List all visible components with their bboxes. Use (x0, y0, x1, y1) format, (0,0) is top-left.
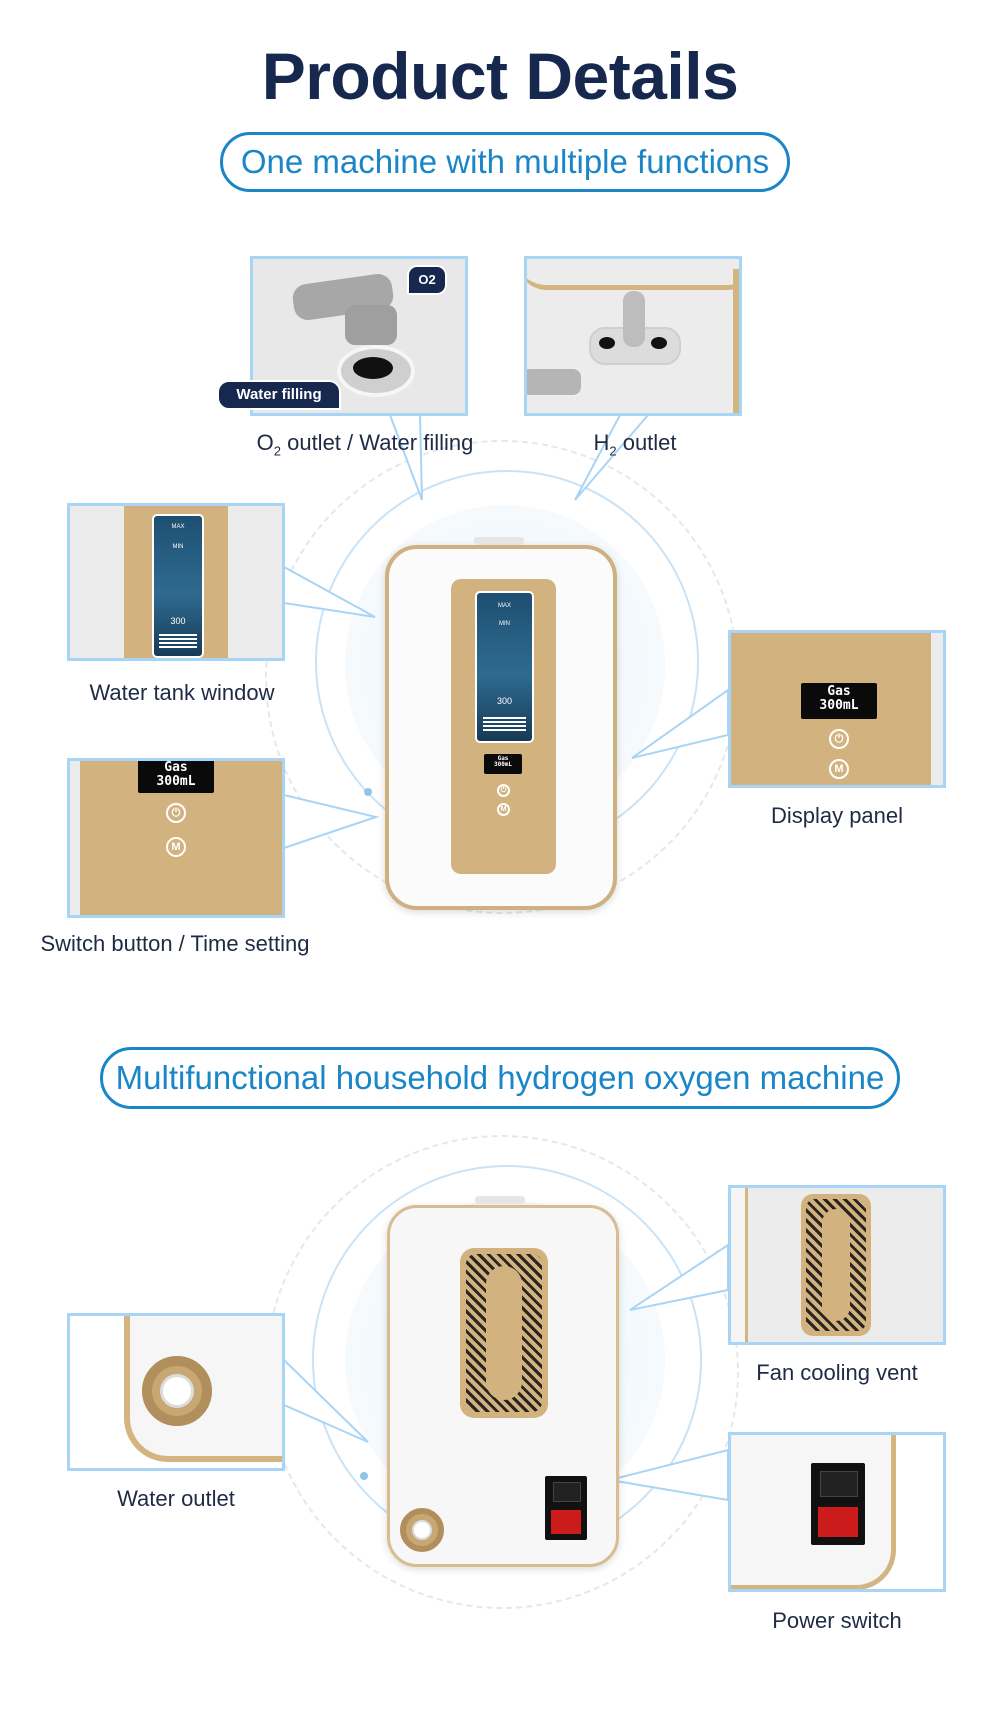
tank-window-min: MIN (172, 544, 184, 550)
detail-h2-outlet (524, 256, 742, 416)
switch-mode-button[interactable]: M (166, 837, 186, 857)
o2-tag: O2 (407, 265, 447, 295)
fan-detail-bar (822, 1209, 850, 1321)
power-detail-socket[interactable] (811, 1463, 865, 1545)
h2-nozzle-hole-left (599, 337, 615, 349)
caption-power-switch: Power switch (772, 1608, 902, 1633)
machine-top-cap (474, 537, 524, 545)
fan-detail-grille (806, 1199, 866, 1331)
callout-lines-section2 (283, 1243, 729, 1502)
caption-display-panel: Display panel (770, 803, 904, 828)
switch-display-screen: Gas 300mL (138, 760, 214, 793)
callout-wedge-fan (629, 1243, 729, 1311)
caption-fan-cooling-vent: Fan cooling vent (756, 1360, 918, 1385)
fan-vent-grille (466, 1254, 542, 1412)
caption-h2-outlet: H2 outlet (593, 430, 677, 459)
tank-window-value: 300 (170, 616, 186, 626)
callout-wedge-water-outlet (283, 1357, 369, 1443)
water-tank-screen: MAX MIN 300 (475, 591, 534, 743)
display-panel-right-strip (931, 633, 943, 785)
front-display: Gas 300mL (484, 754, 522, 774)
section-pill-label: One machine with multiple functions (240, 143, 770, 180)
screen-max: MAX (497, 603, 511, 609)
detail-switch-button: Gas 300mL ⏻ M (67, 758, 285, 918)
detail-power-switch (728, 1432, 946, 1592)
callout-wedge-power (609, 1448, 729, 1502)
o2-cap-stem (345, 305, 397, 345)
water-filling-tag: Water filling (217, 380, 341, 410)
detail-display-panel: Gas 300mL ⏻ M (728, 630, 946, 788)
screen-scale (483, 717, 526, 733)
detail-fan-cooling-vent (728, 1185, 946, 1345)
machine-back-top-cap (475, 1196, 525, 1204)
screen-value: 300 (496, 696, 513, 706)
fan-vent-bar (486, 1266, 522, 1400)
display-panel-mode-button[interactable]: M (829, 759, 849, 779)
front-power-button[interactable]: ⏻ (497, 784, 510, 797)
water-outlet-detail-port-inner (160, 1374, 194, 1408)
machine-front: MAX MIN 300 Gas 300mL ⏻ M (385, 537, 617, 910)
h2-nozzle-hole-right (651, 337, 667, 349)
screen-min: MIN (499, 621, 510, 627)
section-pill-functions: One machine with multiple functions (220, 132, 790, 192)
fan-vent (460, 1248, 548, 1418)
front-display-line2: 300mL (493, 761, 513, 769)
callout-lines-section1 (283, 414, 729, 850)
section-pill-household: Multifunctional household hydrogen oxyge… (100, 1047, 900, 1109)
detail-water-outlet (67, 1313, 285, 1471)
callout-wedge-tank (283, 565, 376, 618)
o2-tag-label: O2 (418, 272, 436, 287)
switch-display-line1: Gas (164, 760, 188, 775)
power-socket-inlet (553, 1482, 581, 1502)
callout-wedge-switch (283, 793, 380, 850)
h2-nozzle-tip (623, 291, 645, 347)
tank-window-panel: MAX MIN 300 (124, 506, 228, 658)
power-detail-rocker[interactable] (818, 1507, 858, 1537)
halo-dot (364, 788, 372, 796)
power-detail-inlet (820, 1471, 858, 1497)
caption-switch-button: Switch button / Time setting (40, 931, 310, 956)
water-outlet-port-inner (412, 1520, 432, 1540)
caption-o2-outlet: O2 outlet / Water filling (256, 430, 474, 459)
power-switch-rocker[interactable] (551, 1510, 581, 1534)
section-pill-label-2: Multifunctional household hydrogen oxyge… (115, 1059, 885, 1096)
display-panel-power-button[interactable]: ⏻ (829, 729, 849, 749)
machine-front-panel: MAX MIN 300 Gas 300mL ⏻ M (451, 579, 556, 874)
h2-chassis-edge (527, 259, 739, 290)
page-title: Product Details (261, 39, 739, 113)
front-mode-button[interactable]: M (497, 803, 510, 816)
fan-detail-vent (801, 1194, 871, 1336)
water-outlet-port (400, 1508, 444, 1552)
display-panel-screen: Gas 300mL (801, 683, 877, 719)
switch-left-strip (70, 761, 80, 915)
water-filling-hole-inner (353, 357, 393, 379)
display-panel-line1: Gas (827, 684, 851, 699)
switch-display-line2: 300mL (156, 773, 196, 789)
detail-water-tank-window: MAX MIN 300 (67, 503, 285, 661)
switch-power-button[interactable]: ⏻ (166, 803, 186, 823)
power-socket[interactable] (545, 1476, 587, 1540)
tank-window-scale (159, 634, 197, 650)
tank-window-screen: MAX MIN 300 (152, 514, 204, 658)
fan-detail-left-strip (731, 1188, 748, 1342)
callout-wedge-display (631, 688, 729, 759)
water-outlet-detail-port (142, 1356, 212, 1426)
caption-water-tank-window: Water tank window (89, 680, 275, 705)
display-panel-line2: 300mL (819, 697, 859, 713)
machine-back (387, 1196, 619, 1567)
h2-right-edge (733, 269, 739, 413)
tank-window-max: MAX (171, 524, 185, 530)
caption-water-outlet: Water outlet (117, 1486, 235, 1511)
halo2-dot (360, 1472, 368, 1480)
h2-side-tube (527, 369, 581, 395)
front-display-line1: Gas (497, 755, 509, 762)
water-filling-tag-label: Water filling (236, 386, 322, 403)
